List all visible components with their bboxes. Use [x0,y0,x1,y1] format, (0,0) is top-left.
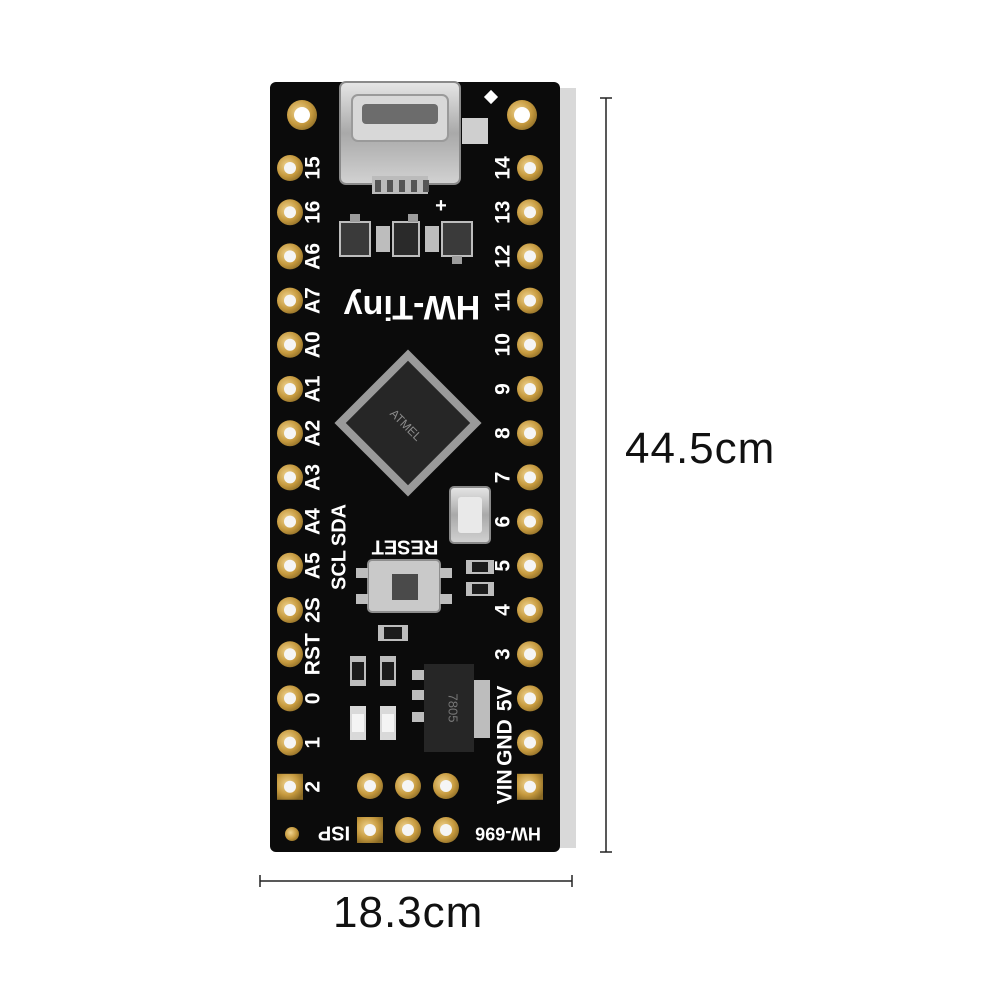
right-pin-label: VIN [494,769,517,804]
right-pin-label: GND [494,719,517,766]
isp-pin-pad-hole [364,780,376,792]
corner-marker [483,89,499,105]
right-pin-pad-hole [524,383,536,395]
left-pin-label: 1 [302,736,325,748]
left-pin-label: RST [302,633,325,675]
right-pin-pad-hole [524,692,536,705]
voltage-regulator: 7805 [424,664,490,752]
pin-alt-label-sda: SDA [328,504,350,546]
right-pin-pad-hole [524,250,536,263]
right-pin-pad-hole [524,736,536,749]
right-pin-pad-hole [524,604,536,616]
right-pin-pad-hole [524,515,536,528]
left-pin-pad-hole [284,780,296,793]
crystal [449,486,491,544]
regulator-marking: 7805 [446,694,461,723]
left-pin-pad-hole [284,692,296,705]
left-pin-pad-hole [284,736,296,749]
left-pin-pad-hole [284,162,296,174]
left-pin-label: 16 [302,201,325,224]
isp-pin-pad-hole [402,780,414,792]
left-pin-pad-hole [284,515,296,528]
left-pin-pad-hole [284,471,296,484]
right-pin-label: 8 [492,427,515,439]
right-header-pads [517,155,543,800]
left-pin-pad-hole [284,294,296,307]
right-pin-label: 13 [492,201,515,224]
isp-header-pads [357,773,459,843]
left-pin-pad-hole [284,383,296,395]
left-pin-pad-hole [284,206,296,219]
left-pin-label: A6 [302,243,325,270]
left-pin-label: A1 [302,375,325,402]
shield-tab [462,118,488,144]
left-pin-pad-hole [284,559,296,572]
isp-pin-pad-hole [364,824,376,836]
right-pin-label: 6 [492,516,515,528]
isp-label: ISP [318,822,350,844]
left-pin-pad-hole [284,338,296,351]
isp-pin-pad-hole [402,824,414,836]
left-pin-label: A2 [302,420,325,447]
status-leds [350,706,396,740]
left-pin-label: A0 [302,331,325,358]
microcontroller-chip: ATMEL [334,349,482,497]
right-pin-labels: 14 13 12 11 10 9 8 7 6 5 4 3 5V GND VIN [492,156,517,804]
reset-label: RESET [372,536,439,558]
left-pin-label: 2 [302,781,325,793]
left-pin-pad-hole [284,648,296,661]
left-pin-label: A4 [302,508,325,535]
reset-button [356,559,452,613]
left-pin-label: 0 [302,693,325,705]
right-pin-label: 10 [492,333,515,356]
left-pin-label: A7 [302,287,325,314]
right-pin-pad-hole [524,206,536,219]
right-pin-label: 7 [492,472,515,484]
model-label: HW-696 [475,823,541,843]
right-pin-pad-hole [524,471,536,484]
isp-pin-pad-hole [440,780,452,792]
top-smd-components [339,214,473,264]
right-pin-label: 3 [492,648,515,660]
lower-smd-components [350,625,424,722]
usb-connector [339,81,461,194]
height-dimension-label: 44.5cm [625,424,776,473]
right-pin-pad-hole [524,338,536,351]
right-pin-pad-hole [524,162,536,174]
left-pin-label: 15 [302,156,325,180]
pin-alt-label-scl: SCL [328,550,350,590]
right-pin-pad-hole [524,648,536,661]
right-pin-pad-hole [524,427,536,440]
left-pin-pad-hole [284,250,296,263]
left-pin-label: A3 [302,464,325,491]
right-pin-label: 11 [492,289,515,312]
height-dimension-line [600,97,612,853]
isp-pin-pad-hole [440,824,452,836]
mounting-holes [285,100,537,841]
right-pin-pad-hole [524,780,536,793]
width-dimension-label: 18.3cm [333,888,484,937]
right-pin-label: 4 [492,604,515,616]
right-pin-pad-hole [524,559,536,572]
left-pin-pad-hole [284,604,296,616]
left-pin-label: 2S [302,597,325,623]
right-pin-pad-hole [524,294,536,307]
left-pin-pad-hole [284,427,296,440]
right-pin-label: 12 [492,245,515,268]
board-name: HW-Tiny [344,288,481,326]
right-pin-label: 5V [494,686,517,712]
left-pin-label: A5 [302,552,325,579]
plus-label: + [435,195,447,217]
width-dimension-line [259,875,573,887]
resistors-right [466,560,494,596]
left-header-pads [277,155,303,800]
right-pin-label: 9 [492,383,515,395]
right-pin-label: 14 [492,156,515,180]
right-pin-label: 5 [492,560,515,572]
